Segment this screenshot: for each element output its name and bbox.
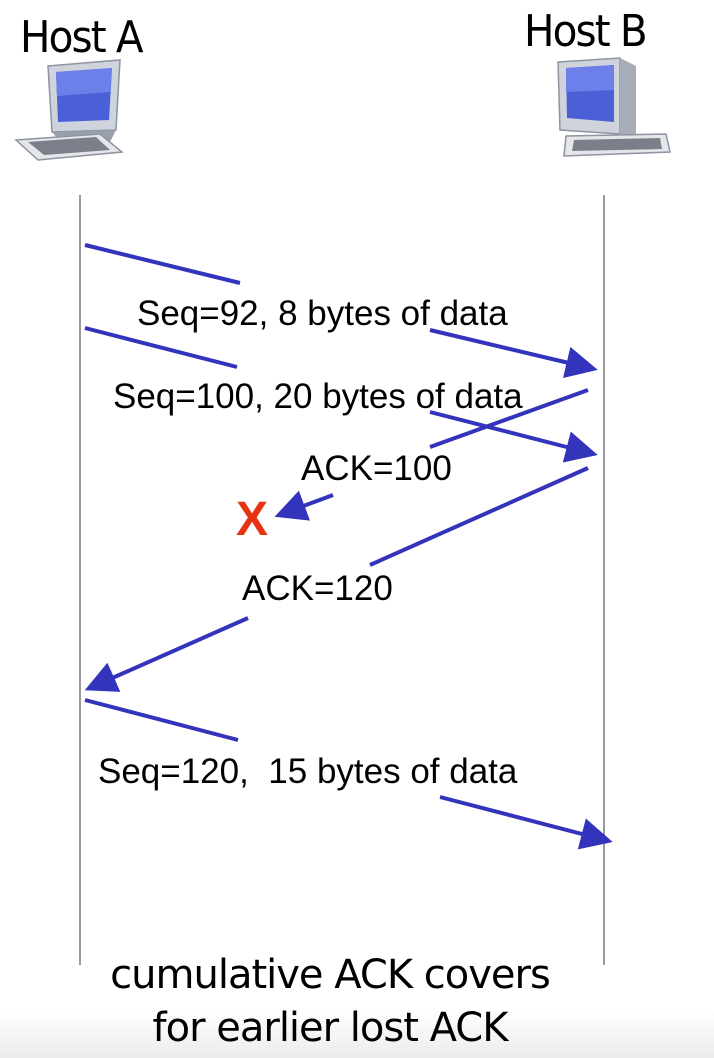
bottom-shade: [0, 1010, 714, 1058]
seq100-label: Seq=100, 20 bytes of data: [113, 377, 523, 416]
ack120-arrow-end: [84, 616, 249, 692]
ack100-arrow-end: [274, 490, 334, 521]
seq100-arrow-start: [84, 326, 238, 369]
seq92-arrow-end: [429, 328, 598, 379]
caption-line-2: for earlier lost ACK: [152, 1005, 509, 1051]
ack100-label: ACK=100: [301, 449, 452, 488]
host-b-label: Host B: [524, 6, 648, 57]
seq100-arrow-end: [429, 410, 598, 463]
host-a-label: Host A: [20, 12, 144, 63]
seq120-arrow-end: [439, 795, 613, 850]
seq92-label: Seq=92, 8 bytes of data: [137, 294, 508, 333]
ack100-arrow-start: [429, 388, 589, 449]
seq120-arrow-start: [84, 698, 239, 742]
computer-icon: [14, 59, 124, 161]
seq92-arrow-start: [84, 243, 241, 285]
ack120-label: ACK=120: [242, 569, 393, 608]
lost-ack-marker: X: [236, 493, 268, 546]
computer-icon: [557, 57, 671, 157]
ack120-arrow-start: [369, 466, 589, 567]
seq120-label: Seq=120, 15 bytes of data: [98, 752, 518, 791]
caption-line-1: cumulative ACK covers: [110, 952, 551, 998]
